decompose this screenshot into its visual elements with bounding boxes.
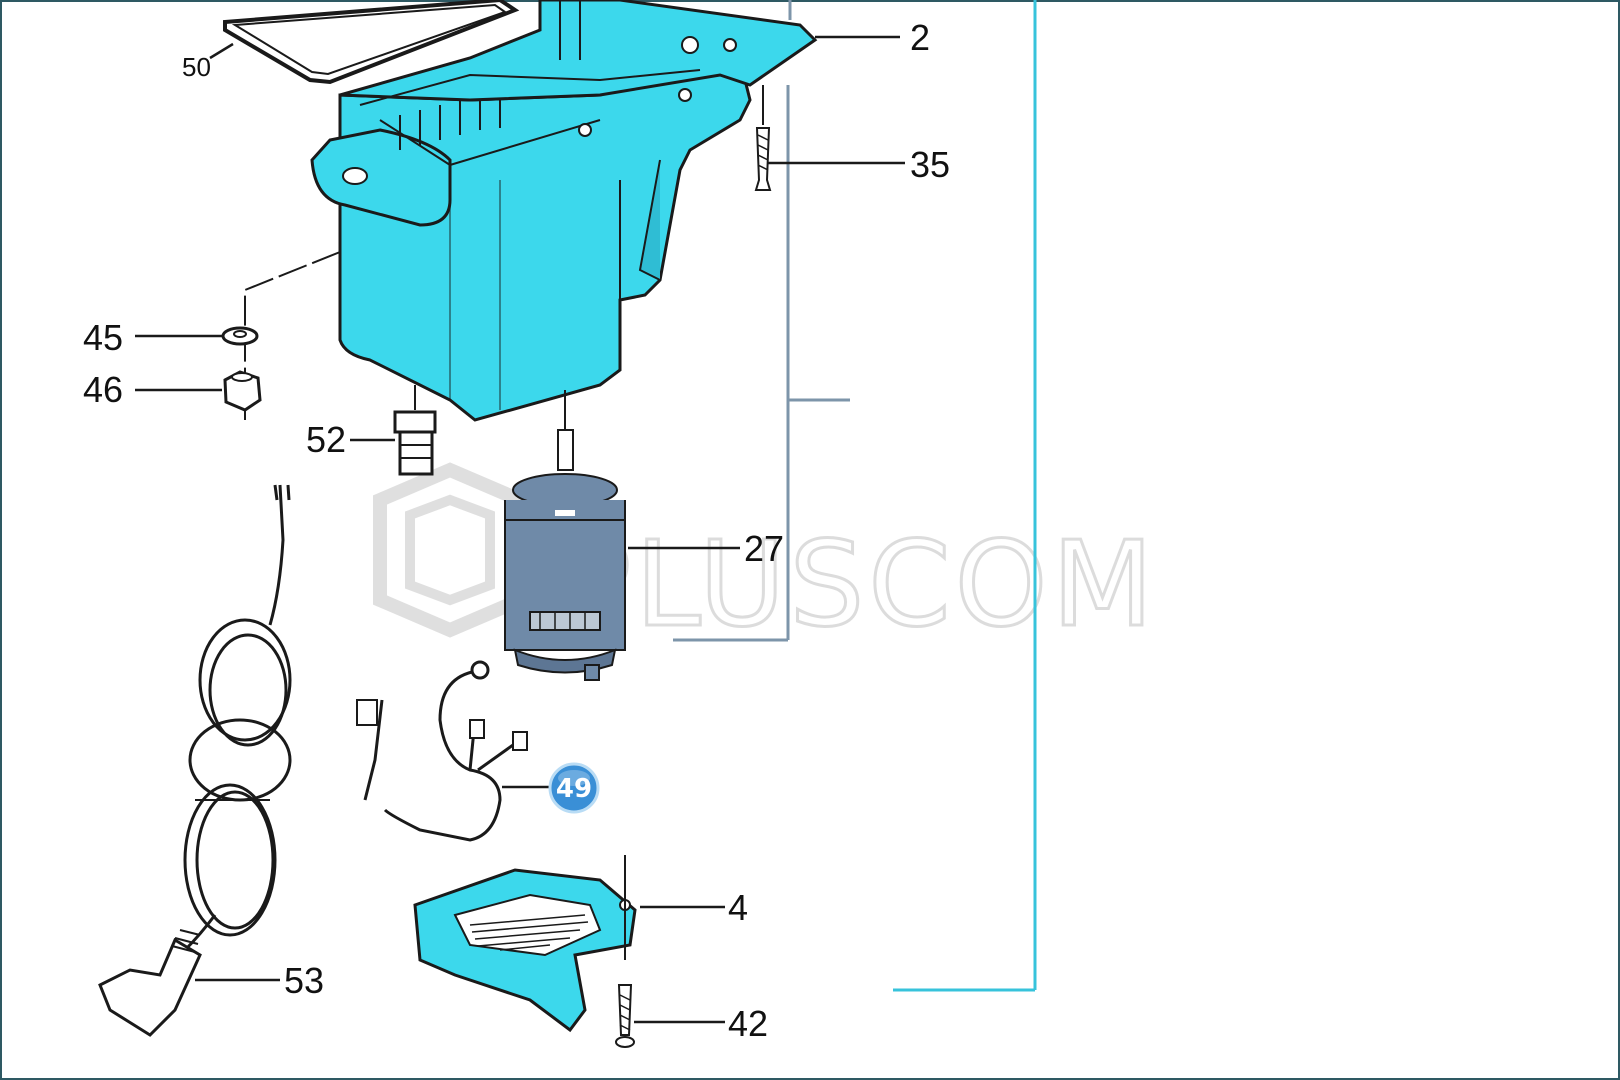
label-52: 52 (306, 419, 346, 460)
label-35: 35 (910, 144, 950, 185)
part-49-wiring-harness (356, 660, 528, 842)
part-4-base-plate (413, 868, 637, 1033)
part-53-power-cord (98, 484, 292, 1037)
part-45-washer (221, 326, 259, 346)
part-52-gland (393, 385, 437, 476)
assembly-bracket-inner (673, 0, 850, 642)
part-2-housing (310, 0, 818, 422)
label-50: 50 (182, 52, 211, 82)
label-42: 42 (728, 1003, 768, 1044)
label-49: 49 (556, 774, 592, 804)
part-42-screw (615, 855, 635, 1048)
leader-lines (135, 35, 905, 1024)
label-27: 27 (744, 528, 784, 569)
part-50-gasket (223, 0, 520, 85)
part-27-motor (504, 390, 626, 681)
part-49-badge[interactable]: 49 (548, 762, 600, 814)
label-46: 46 (83, 369, 123, 410)
assembly-bracket-cyan (893, 0, 1037, 992)
part-35-screw (754, 85, 772, 191)
label-45: 45 (83, 317, 123, 358)
label-53: 53 (284, 960, 324, 1001)
part-46-nut (223, 370, 262, 412)
watermark: PLUSCOM (373, 462, 1157, 655)
label-4: 4 (728, 887, 748, 928)
part-labels: 50 2 35 45 46 52 27 4 53 42 (83, 17, 950, 1044)
label-2: 2 (910, 17, 930, 58)
watermark-text: PLUSCOM (560, 515, 1157, 653)
